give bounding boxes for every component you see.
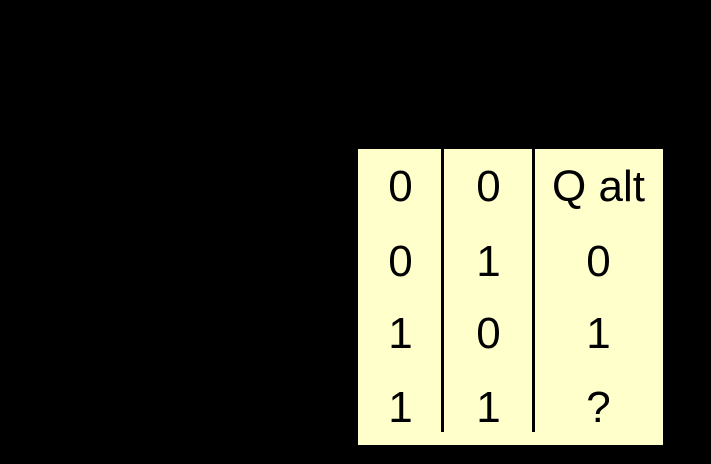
truth-table: 0 0 Q alt 0 1 0 1 0 1 1 1 ? [358,149,663,445]
truth-table-cell-r0c0: 0 [388,162,413,211]
truth-table-cell-r1c1: 1 [476,236,501,286]
truth-table-grid: 0 0 Q alt 0 1 0 1 0 1 1 1 ? [358,149,663,445]
truth-table-cell-r2c1: 0 [476,309,501,358]
column-divider-2 [532,149,535,432]
truth-table-cell-r3c0: 1 [388,382,413,432]
truth-table-cell-r2c0: 1 [388,309,413,358]
truth-table-cell-r1c2: 0 [586,236,611,286]
truth-table-cell-r3c2: ? [586,382,611,432]
truth-table-cell-r0c1: 0 [476,162,501,211]
truth-table-cell-r1c0: 0 [388,236,413,286]
truth-table-cell-r3c1: 1 [476,382,501,432]
truth-table-cell-r0c2: Q alt [552,162,645,211]
column-divider-1 [441,149,444,432]
truth-table-cell-r2c2: 1 [586,309,611,358]
